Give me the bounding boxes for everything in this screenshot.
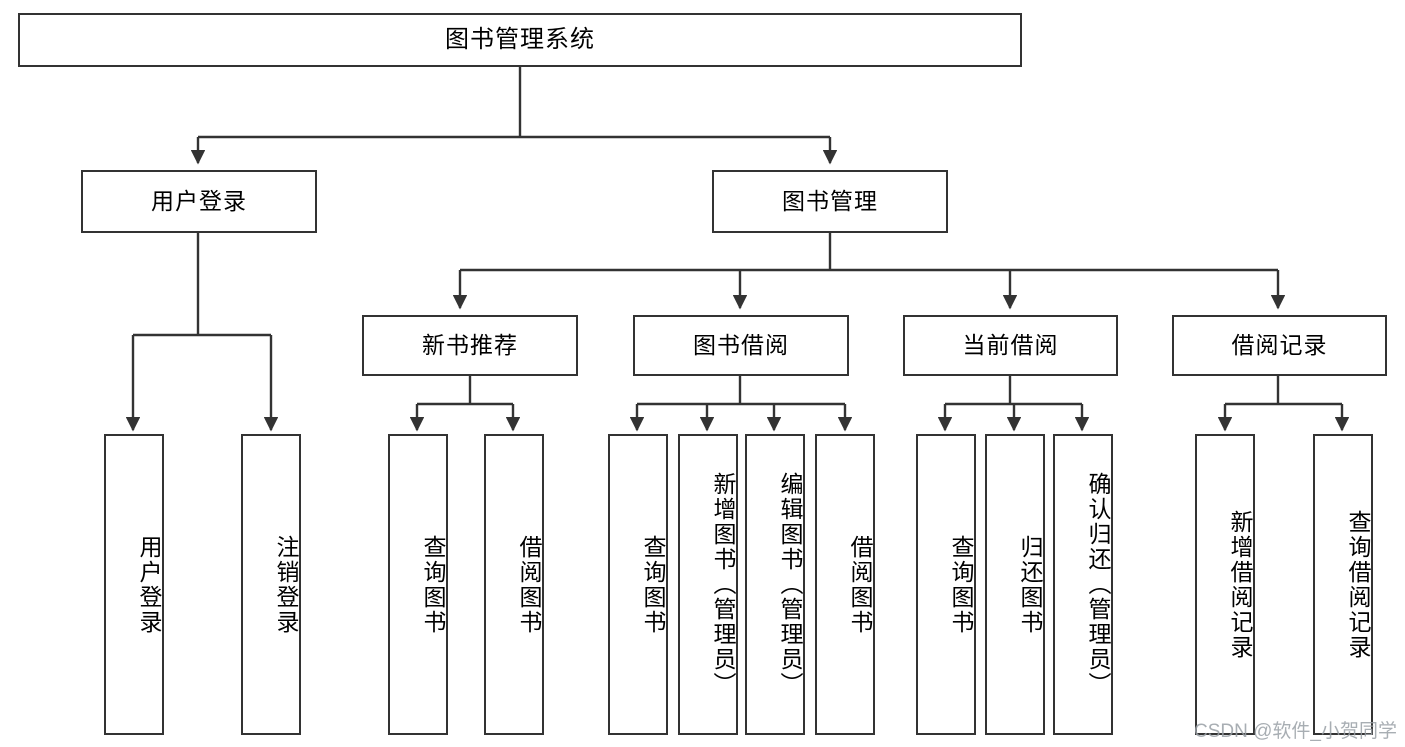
node-borrow-record[interactable]: 借阅记录 xyxy=(1172,315,1387,376)
leaf-user-login-label: 用户登录 xyxy=(136,534,162,635)
leaf-add-book-admin[interactable]: 新增图书（管理员） xyxy=(678,434,738,735)
leaf-borrow-book-label: 借阅图书 xyxy=(847,534,873,635)
leaf-query-book-current[interactable]: 查询图书 xyxy=(916,434,976,735)
leaf-query-book-borrow-label: 查询图书 xyxy=(640,534,666,635)
node-current-borrow-label: 当前借阅 xyxy=(962,331,1059,358)
leaf-query-book-current-label: 查询图书 xyxy=(948,534,974,635)
node-borrow-record-label: 借阅记录 xyxy=(1231,331,1328,358)
watermark: CSDN @软件_小贺同学 xyxy=(1194,721,1397,742)
leaf-borrow-book[interactable]: 借阅图书 xyxy=(815,434,875,735)
node-current-borrow[interactable]: 当前借阅 xyxy=(903,315,1118,376)
node-user-login-label: 用户登录 xyxy=(151,187,247,214)
node-book-borrow-label: 图书借阅 xyxy=(693,331,789,358)
leaf-query-book-new[interactable]: 查询图书 xyxy=(388,434,448,735)
leaf-query-borrow-record-label: 查询借阅记录 xyxy=(1345,509,1371,660)
leaf-add-book-admin-label: 新增图书（管理员） xyxy=(710,472,736,697)
leaf-query-book-borrow[interactable]: 查询图书 xyxy=(608,434,668,735)
leaf-edit-book-admin-label: 编辑图书（管理员） xyxy=(777,472,803,697)
leaf-return-book-label: 归还图书 xyxy=(1017,534,1043,635)
leaf-borrow-book-new[interactable]: 借阅图书 xyxy=(484,434,544,735)
leaf-return-book[interactable]: 归还图书 xyxy=(985,434,1045,735)
node-root-label: 图书管理系统 xyxy=(445,25,595,53)
node-book-management-label: 图书管理 xyxy=(782,187,878,214)
node-book-borrow[interactable]: 图书借阅 xyxy=(633,315,849,376)
leaf-add-borrow-record-label: 新增借阅记录 xyxy=(1227,509,1253,660)
leaf-borrow-book-new-label: 借阅图书 xyxy=(516,534,542,635)
leaf-user-login[interactable]: 用户登录 xyxy=(104,434,164,735)
node-new-book-recommend[interactable]: 新书推荐 xyxy=(362,315,578,376)
leaf-logout[interactable]: 注销登录 xyxy=(241,434,301,735)
node-book-management[interactable]: 图书管理 xyxy=(712,170,948,233)
node-root[interactable]: 图书管理系统 xyxy=(18,13,1022,67)
leaf-confirm-return-admin-label: 确认归还（管理员） xyxy=(1085,472,1111,697)
node-new-book-recommend-label: 新书推荐 xyxy=(422,331,518,358)
leaf-logout-label: 注销登录 xyxy=(273,534,299,635)
node-user-login[interactable]: 用户登录 xyxy=(81,170,317,233)
leaf-confirm-return-admin[interactable]: 确认归还（管理员） xyxy=(1053,434,1113,735)
leaf-query-book-new-label: 查询图书 xyxy=(420,534,446,635)
leaf-edit-book-admin[interactable]: 编辑图书（管理员） xyxy=(745,434,805,735)
leaf-query-borrow-record[interactable]: 查询借阅记录 xyxy=(1313,434,1373,735)
leaf-add-borrow-record[interactable]: 新增借阅记录 xyxy=(1195,434,1255,735)
